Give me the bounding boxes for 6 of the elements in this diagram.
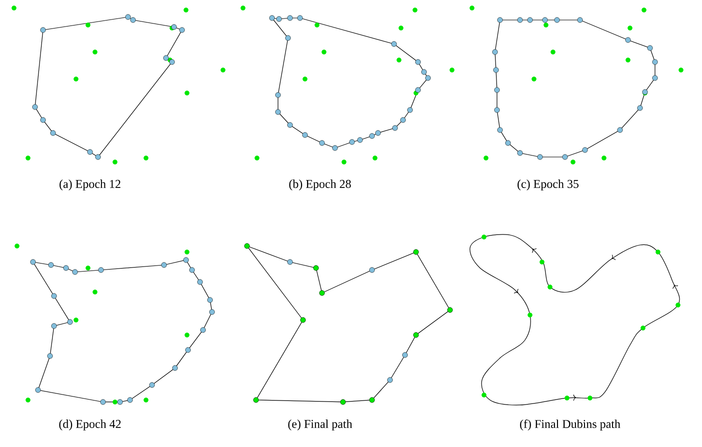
subfigure-caption: (c) Epoch 35 [518,180,579,190]
subfigure-caption: (b) Epoch 28 [289,180,351,190]
subfigure-caption: (f) Final Dubins path [520,419,620,430]
subfigure-caption: (d) Epoch 42 [59,420,121,430]
subfigure-caption: (a) Epoch 12 [60,180,120,190]
subfigure-caption: (e) Final path [288,420,352,430]
